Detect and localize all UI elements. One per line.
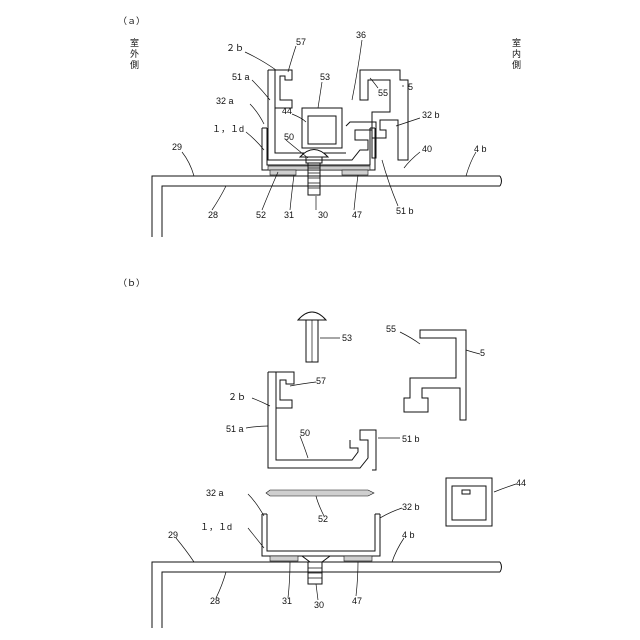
glazing-bead-5 xyxy=(360,70,408,160)
label-47-a: 47 xyxy=(352,210,362,220)
label-31-a: 31 xyxy=(284,210,294,220)
label-53-a: 53 xyxy=(320,72,330,82)
label-32b-b: 32 b xyxy=(402,502,420,512)
label-32a-a: 32 a xyxy=(216,96,234,106)
label-40-a: 40 xyxy=(422,144,432,154)
label-28-b: 28 xyxy=(210,596,220,606)
screw-53 xyxy=(300,150,328,196)
label-29-b: 29 xyxy=(168,530,178,540)
outdoor-side-label: 室 外 側 xyxy=(130,37,139,71)
bolt-30-b xyxy=(302,556,330,584)
label-51b-b: 51 b xyxy=(402,434,420,444)
square-tube-44 xyxy=(302,108,342,148)
outdoor-char-3: 側 xyxy=(130,59,139,71)
shim-47 xyxy=(342,170,368,175)
label-44-a: 44 xyxy=(282,106,292,116)
channel-32 xyxy=(262,128,375,170)
label-30-a: 30 xyxy=(318,210,328,220)
indoor-char-3: 側 xyxy=(512,59,521,71)
label-30-b: 30 xyxy=(314,600,324,610)
panel-a-label: （ａ） xyxy=(118,16,145,26)
panel-b: （ｂ） xyxy=(118,278,526,628)
base-frame-28 xyxy=(152,176,502,237)
label-51a-a: 51 a xyxy=(232,72,250,82)
label-2b-a: ２ｂ xyxy=(226,43,244,53)
label-53-b: 53 xyxy=(342,333,352,343)
screw-53-exploded xyxy=(298,312,326,362)
base-frame-28-b xyxy=(152,562,502,628)
indoor-char-1: 室 xyxy=(512,37,521,49)
label-55-a: 55 xyxy=(378,88,388,98)
spacer-52-exploded xyxy=(266,490,374,496)
square-tube-44-exploded xyxy=(446,478,492,526)
outdoor-char-2: 外 xyxy=(130,48,139,60)
label-51b-a: 51 b xyxy=(396,206,414,216)
panel-a: （ａ） 室 外 側 室 内 側 xyxy=(118,16,521,237)
label-51a-b: 51 a xyxy=(226,424,244,434)
label-29-a: 29 xyxy=(172,142,182,152)
label-50-b: 50 xyxy=(300,428,310,438)
label-2b-b: ２ｂ xyxy=(228,392,246,402)
outdoor-char-1: 室 xyxy=(130,37,139,49)
label-4b-b: 4 b xyxy=(402,530,415,540)
indoor-side-label: 室 内 側 xyxy=(512,37,521,71)
shim-31 xyxy=(270,170,296,175)
shim-31-b xyxy=(270,556,298,561)
label-52-a: 52 xyxy=(256,210,266,220)
label-57-a: 57 xyxy=(296,37,306,47)
label-55-b: 55 xyxy=(386,324,396,334)
indoor-char-2: 内 xyxy=(512,48,521,60)
label-50-a: 50 xyxy=(284,132,294,142)
label-52-b: 52 xyxy=(318,514,328,524)
frame-profile-2b-exploded xyxy=(268,372,376,470)
label-32b-a: 32 b xyxy=(422,110,440,120)
label-28-a: 28 xyxy=(208,210,218,220)
label-11d-b: １，１d xyxy=(200,522,232,532)
label-5-b: 5 xyxy=(480,348,485,358)
label-57-b: 57 xyxy=(316,376,326,386)
label-47-b: 47 xyxy=(352,596,362,606)
label-4b-a: 4 b xyxy=(474,144,487,154)
label-11d-a: １，１d xyxy=(212,124,244,134)
label-36-a: 36 xyxy=(356,30,366,40)
panel-b-label: （ｂ） xyxy=(118,278,145,288)
label-31-b: 31 xyxy=(282,596,292,606)
label-44-b: 44 xyxy=(516,478,526,488)
glazing-bead-5-exploded xyxy=(404,330,466,420)
label-32a-b: 32 a xyxy=(206,488,224,498)
label-5-a: 5 xyxy=(408,82,413,92)
shim-47-b xyxy=(344,556,372,561)
